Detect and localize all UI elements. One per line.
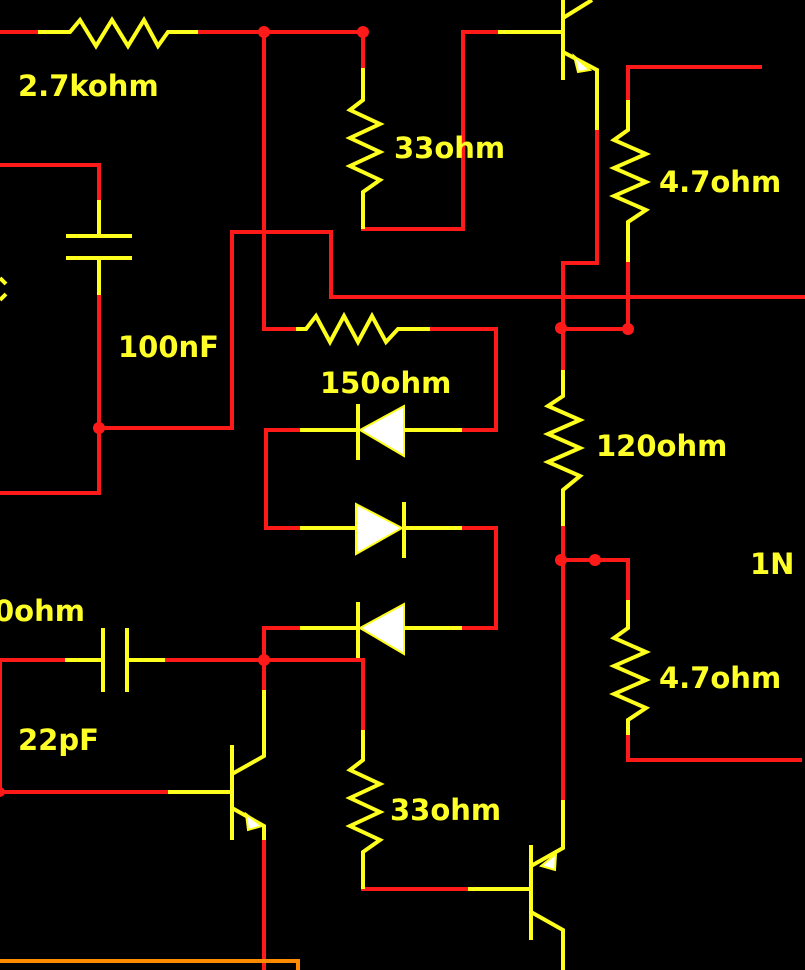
resistor-r1 xyxy=(38,15,198,50)
label-c1: 100nF xyxy=(118,330,219,364)
diode-d3 xyxy=(357,602,405,656)
transistor-q3 xyxy=(498,0,599,130)
diode-triangles xyxy=(355,404,405,656)
wire-r4-right xyxy=(428,327,498,432)
bus-bottom xyxy=(0,959,300,970)
resistor-r2 xyxy=(345,68,385,229)
junction-right-d xyxy=(589,554,601,566)
wire-r2-bottom xyxy=(361,30,500,231)
resistor-r4 xyxy=(296,311,430,347)
wire-q3-emitter xyxy=(561,128,599,372)
resistor-r6 xyxy=(609,600,651,735)
wire-22pf-left xyxy=(0,658,170,794)
label-r2: 33ohm xyxy=(394,131,505,165)
wire-c1-top xyxy=(0,163,101,202)
labels: 2.7kohm 33ohm 4.7ohm 100nF 150ohm 120ohm… xyxy=(0,69,794,827)
arrow-q2 xyxy=(538,851,558,872)
label-r4: 150ohm xyxy=(320,366,451,400)
transistor-arrows xyxy=(244,53,593,872)
resistor-r3 xyxy=(609,100,651,262)
transistor-q1 xyxy=(168,690,266,840)
capacitor-c2 xyxy=(65,628,165,692)
wire-c1-node xyxy=(97,230,805,430)
label-r5: 120ohm xyxy=(596,429,727,463)
junction-c1 xyxy=(93,422,105,434)
junction-right-a xyxy=(555,322,567,334)
wire-diode-left xyxy=(264,428,302,530)
label-c2: 22pF xyxy=(18,723,99,757)
wire-diode3-left xyxy=(262,626,302,692)
wire-r6-bottom xyxy=(626,733,802,762)
resistor-r7 xyxy=(345,730,385,889)
components xyxy=(0,0,651,970)
junction-bottom xyxy=(258,654,270,666)
component-edge-stub xyxy=(0,276,8,302)
junction-top-left xyxy=(258,26,270,38)
junction-left-bottom xyxy=(0,787,5,797)
transistor-q2 xyxy=(468,800,565,970)
label-r7: 33ohm xyxy=(390,793,501,827)
arrow-q1 xyxy=(244,811,265,832)
resistor-r5 xyxy=(543,370,585,526)
label-r-left: 0ohm xyxy=(0,594,85,628)
arrow-q3 xyxy=(572,53,593,74)
capacitor-c1 xyxy=(66,200,132,295)
diode-d2 xyxy=(355,502,405,556)
label-r6: 4.7ohm xyxy=(659,661,781,695)
diode-d1 xyxy=(357,404,405,458)
wire-diode-right xyxy=(460,526,498,630)
junction-right-c xyxy=(555,554,567,566)
junction-right-b xyxy=(622,323,634,335)
junctions xyxy=(0,26,634,797)
wire-22pf-right xyxy=(163,658,365,732)
wire-r6-top xyxy=(561,558,630,602)
label-r1: 2.7kohm xyxy=(18,69,159,103)
label-r3: 4.7ohm xyxy=(659,165,781,199)
junction-top-mid xyxy=(357,26,369,38)
wire-c1-bottom xyxy=(0,293,101,495)
label-diode-part: 1N xyxy=(750,547,794,581)
wire-center-vertical xyxy=(262,30,298,331)
